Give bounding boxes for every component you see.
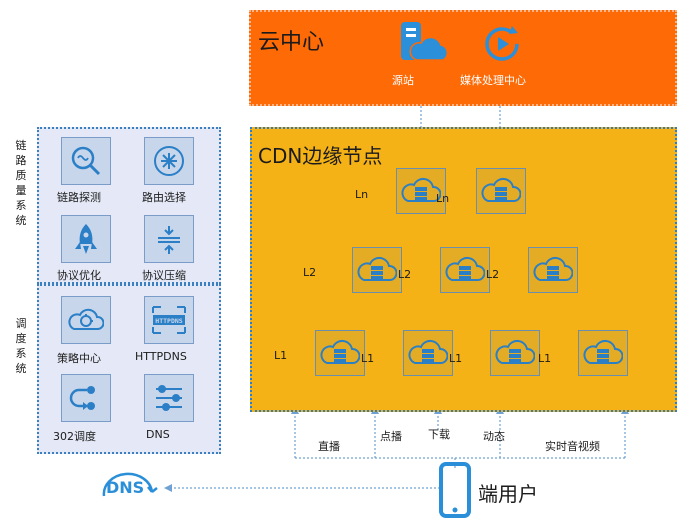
cloud-item-label-media: 媒体处理中心 — [460, 74, 526, 87]
quality-system-panel: 链路探测 路由选择 协议优化 协议压缩 — [37, 127, 221, 284]
origin-server-cloud-icon — [397, 20, 449, 66]
cdn-node-l1-2 — [403, 330, 453, 376]
cloud-item-label-origin: 源站 — [392, 74, 414, 87]
node-label-l2-2: L2 — [486, 268, 500, 281]
dns-label: DNS — [106, 478, 145, 497]
dispatch-system-panel: 策略中心 HTTPDNS HTTPDNS 302调度 DNS — [37, 284, 221, 454]
cloud-server-icon — [401, 177, 441, 202]
dns-sliders-icon — [156, 385, 182, 411]
cloud-server-icon — [408, 339, 448, 364]
media-processing-icon — [482, 24, 522, 64]
dispatch-system-title: 调度系统 — [15, 317, 27, 375]
dns-tile-label: DNS — [146, 428, 170, 441]
cloud-server-icon — [320, 339, 360, 364]
compress-icon — [158, 226, 180, 254]
level-label-l2: L2 — [303, 266, 317, 279]
node-label-l1-3: L1 — [538, 352, 552, 365]
link-probe-label: 链路探测 — [57, 191, 101, 204]
traffic-label-vod: 点播 — [380, 430, 402, 443]
redirect-302-tile — [61, 374, 111, 422]
protocol-compress-tile — [144, 215, 194, 263]
redirect-302-icon — [69, 386, 95, 410]
route-selection-tile — [144, 137, 194, 185]
traffic-label-live: 直播 — [318, 440, 340, 453]
quality-system-title: 链路质量系统 — [15, 139, 27, 227]
dns-tile — [144, 374, 194, 422]
cdn-node-ln-2 — [476, 168, 526, 214]
cloud-center-region — [249, 10, 677, 106]
route-selection-label: 路由选择 — [142, 191, 186, 204]
route-selection-icon — [154, 146, 184, 176]
protocol-compress-label: 协议压缩 — [142, 269, 186, 282]
traffic-label-rtc: 实时音视频 — [545, 440, 600, 453]
link-probe-icon — [71, 146, 101, 176]
cdn-node-l1-4 — [578, 330, 628, 376]
cdn-node-l1-1 — [315, 330, 365, 376]
strategy-center-tile — [61, 296, 111, 344]
cdn-edge-title: CDN边缘节点 — [258, 144, 383, 168]
level-label-ln: Ln — [355, 188, 369, 201]
cdn-node-l2-3 — [528, 247, 578, 293]
cdn-node-l2-2 — [440, 247, 490, 293]
strategy-center-label: 策略中心 — [57, 352, 101, 365]
cdn-node-ln-1 — [396, 168, 446, 214]
node-label-l2-1: L2 — [398, 268, 412, 281]
cloud-server-icon — [495, 339, 535, 364]
end-user-label: 端用户 — [478, 482, 538, 506]
dns-badge-icon — [98, 466, 160, 510]
httpdns-label: HTTPDNS — [135, 350, 187, 363]
redirect-302-label: 302调度 — [53, 430, 96, 443]
httpdns-tile: HTTPDNS — [144, 296, 194, 344]
node-label-l1-1: L1 — [361, 352, 375, 365]
node-label-ln-1: Ln — [436, 192, 450, 205]
level-label-l1: L1 — [274, 349, 288, 362]
cloud-center-title: 云中心 — [258, 30, 325, 55]
protocol-optimize-label: 协议优化 — [57, 269, 101, 282]
cloud-server-icon — [357, 256, 397, 281]
cloud-server-icon — [481, 177, 521, 202]
cdn-node-l2-1 — [352, 247, 402, 293]
cloud-server-icon — [445, 256, 485, 281]
cloud-server-icon — [533, 256, 573, 281]
traffic-label-download: 下载 — [428, 428, 450, 441]
rocket-icon — [75, 224, 97, 254]
link-probe-tile — [61, 137, 111, 185]
cdn-node-l1-3 — [490, 330, 540, 376]
strategy-cloud-icon — [68, 308, 104, 330]
httpdns-icon: HTTPDNS — [152, 306, 186, 334]
mobile-phone-icon — [438, 462, 472, 518]
traffic-label-dynamic: 动态 — [483, 430, 505, 443]
protocol-optimize-tile — [61, 215, 111, 263]
node-label-l1-2: L1 — [449, 352, 463, 365]
cloud-server-icon — [583, 339, 623, 364]
svg-text:HTTPDNS: HTTPDNS — [155, 317, 182, 325]
